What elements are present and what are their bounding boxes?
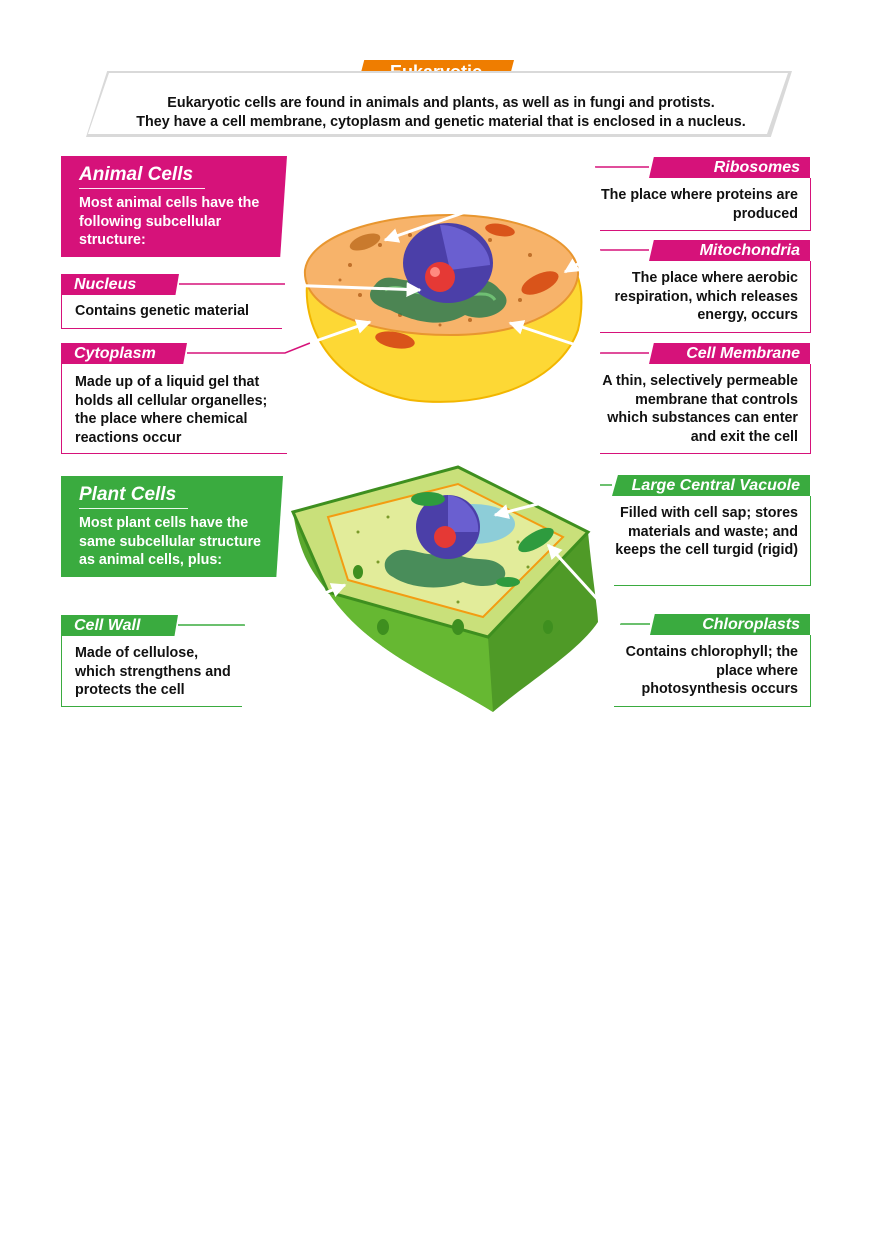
label-nucleus: Nucleus: [61, 274, 179, 295]
intro-line-2: They have a cell membrane, cytoplasm and…: [136, 114, 746, 130]
animal-cells-heading: Animal Cells: [79, 164, 206, 189]
vacuole-description: Filled with cell sap; stores materials a…: [615, 505, 798, 558]
nucleus-bracket: [61, 295, 282, 329]
cytoplasm-bracket: [61, 364, 287, 454]
intro-line-1: Eukaryotic cells are found in animals an…: [167, 95, 715, 111]
arrow-nucleus: [284, 282, 422, 297]
arrow-chloroplasts: [546, 543, 622, 626]
plant-cells-heading: Plant Cells: [79, 484, 189, 509]
label-ribosomes: Ribosomes: [649, 157, 810, 178]
label-chloroplasts: Chloroplasts: [650, 614, 810, 635]
chloroplasts-description: Contains chlorophyll; the place where ph…: [625, 644, 798, 697]
plant-cells-text: Most plant cells have the same subcellul…: [79, 515, 261, 568]
vacuole-bracket: [614, 496, 811, 586]
arrow-vacuole: [493, 486, 601, 519]
label-cell-wall: Cell Wall: [61, 615, 178, 636]
mitochondria-description: The place where aerobic respiration, whi…: [614, 270, 798, 323]
arrow-ribosomes: [383, 165, 596, 243]
cell-wall-bracket: [61, 636, 242, 707]
nucleus-description: Contains genetic material: [75, 303, 249, 319]
animal-cell-illustration: [303, 213, 583, 403]
arrow-cell-wall: [244, 583, 347, 627]
membrane-bracket: [600, 364, 811, 454]
plant-cell-illustration: [290, 465, 598, 712]
ribosomes-bracket: [600, 178, 811, 231]
plant-cells-box: Plant Cells Most plant cells have the sa…: [61, 476, 283, 577]
cytoplasm-description: Made up of a liquid gel that holds all c…: [75, 374, 268, 446]
arrow-mitochondria: [563, 248, 601, 274]
label-cytoplasm: Cytoplasm: [61, 343, 187, 364]
animal-cells-text: Most animal cells have the following sub…: [79, 195, 260, 248]
ribosomes-description: The place where proteins are produced: [600, 187, 798, 222]
chloroplasts-bracket: [614, 635, 811, 707]
intro-box: [88, 73, 788, 134]
label-cell-membrane: Cell Membrane: [649, 343, 810, 364]
label-large-central-vacuole: Large Central Vacuole: [612, 475, 810, 496]
arrow-membrane: [508, 320, 601, 355]
cell-wall-description: Made of cellulose, which strengthens and…: [75, 645, 231, 698]
arrow-cytoplasm: [309, 319, 372, 345]
mitochondria-bracket: [600, 261, 811, 333]
intro-text: Eukaryotic cells are found in animals an…: [96, 94, 786, 132]
label-mitochondria: Mitochondria: [649, 240, 810, 261]
animal-cells-box: Animal Cells Most animal cells have the …: [61, 156, 287, 257]
leader-lines: [178, 165, 650, 627]
membrane-description: A thin, selectively permeable membrane t…: [602, 373, 798, 445]
